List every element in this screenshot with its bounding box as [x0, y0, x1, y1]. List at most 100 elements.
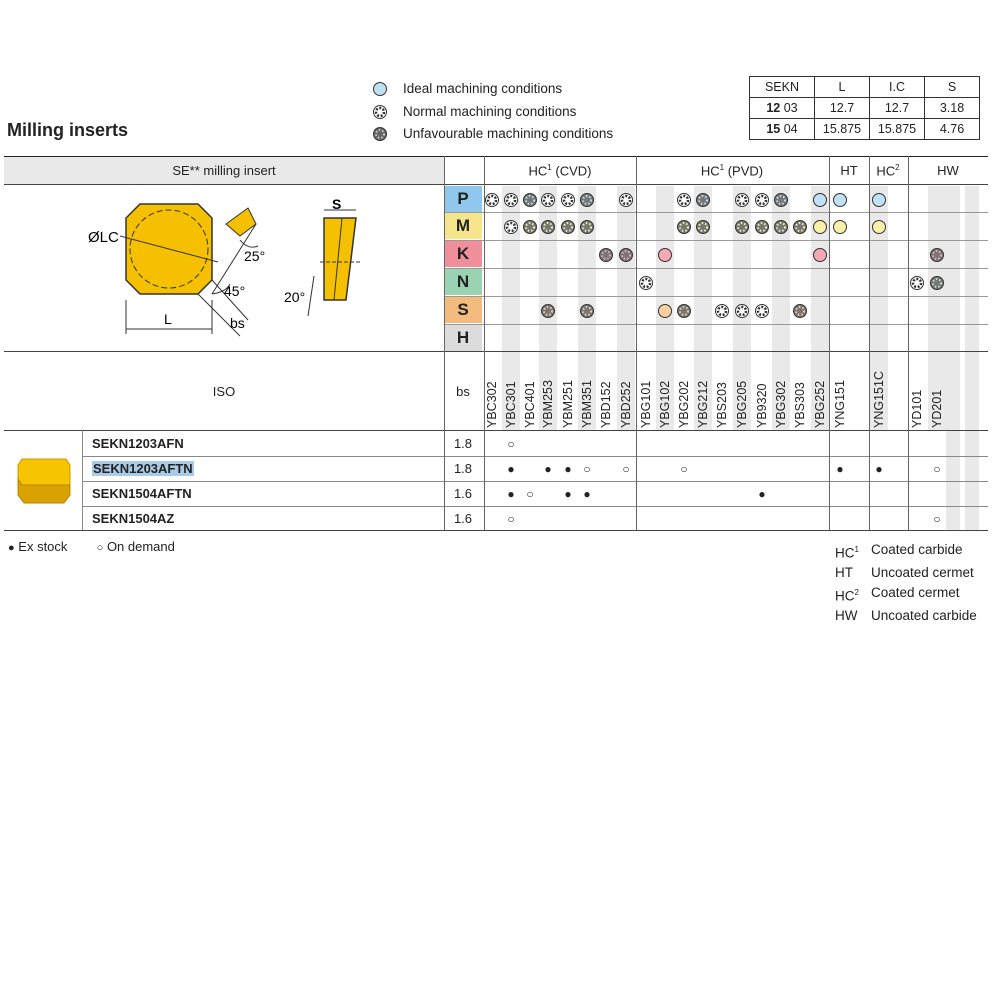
- normal-icon: [504, 193, 518, 207]
- grade-column-stripe: [733, 186, 751, 430]
- unfavourable-icon: [696, 193, 710, 207]
- angle-20-label: 20°: [284, 289, 305, 305]
- normal-icon: [677, 193, 691, 207]
- unfavourable-icon: [774, 220, 788, 234]
- unfavourable-icon: [619, 248, 633, 262]
- insert-code[interactable]: SEKN1504AZ: [92, 511, 175, 526]
- grade-label: YBS303: [793, 382, 807, 428]
- grade-column-stripe: [578, 186, 596, 430]
- normal-icon: [735, 193, 749, 207]
- grade-column-stripe: [617, 186, 635, 430]
- ideal-icon: [813, 193, 827, 207]
- unfavourable-icon: [930, 276, 944, 290]
- normal-icon: [561, 193, 575, 207]
- ex-stock-mark: ●: [507, 487, 515, 501]
- normal-icon: [485, 193, 499, 207]
- length-label: L: [164, 311, 172, 327]
- ex-stock-mark: ●: [583, 487, 591, 501]
- unfavourable-icon: [930, 248, 944, 262]
- on-demand-mark: ○: [933, 512, 941, 526]
- bs-label: bs: [230, 315, 245, 331]
- ex-stock-mark: ●: [564, 462, 572, 476]
- table-rule: [82, 456, 988, 457]
- legend-normal-label: Normal machining conditions: [403, 103, 577, 119]
- ideal-icon: [813, 220, 827, 234]
- grade-label: YBC302: [485, 381, 499, 428]
- material-n: N: [444, 269, 482, 295]
- table-rule: [869, 156, 870, 530]
- unfavourable-icon: [793, 304, 807, 318]
- grade-column-stripe: [656, 186, 674, 430]
- dim-header-l: L: [814, 76, 870, 98]
- table-rule: [444, 156, 445, 530]
- insert-code[interactable]: SEKN1203AFTN: [92, 461, 194, 476]
- grade-label: YD101: [910, 389, 924, 428]
- table-rule: [4, 530, 988, 531]
- angle-45-label: 45°: [224, 283, 245, 299]
- table-rule: [444, 324, 988, 325]
- thickness-label: S: [332, 196, 341, 212]
- legend-unfavourable: Unfavourable machining conditions: [372, 123, 613, 146]
- insert-code[interactable]: SEKN1504AFTN: [92, 486, 192, 501]
- table-rule: [82, 481, 988, 482]
- grade-label: YBG252: [813, 380, 827, 428]
- grade-column-stripe: [772, 186, 790, 430]
- dim-code: 15 04: [749, 118, 815, 140]
- ex-stock-mark: ●: [8, 542, 15, 554]
- ideal-icon: [373, 82, 387, 97]
- table-rule: [4, 156, 988, 157]
- grade-label: YBG212: [696, 380, 710, 428]
- grade-column-stripe: [946, 186, 960, 530]
- grade-label: YBM253: [541, 380, 555, 428]
- table-rule: [82, 506, 988, 507]
- on-demand-mark: ○: [507, 437, 515, 451]
- grade-label: YNG151: [833, 380, 847, 428]
- ideal-icon: [872, 220, 886, 234]
- insert-code[interactable]: SEKN1203AFN: [92, 436, 184, 451]
- normal-icon: [910, 276, 924, 290]
- insert-photo: [17, 458, 71, 504]
- table-rule: [444, 240, 988, 241]
- ex-stock-mark: ●: [875, 462, 883, 476]
- dim-l: 15.875: [814, 118, 870, 140]
- insert-header: SE** milling insert: [172, 163, 276, 178]
- group-hc-cvd: HC1 (CVD): [528, 163, 592, 179]
- grade-label: YBC401: [523, 381, 537, 428]
- group-hw: HW: [937, 163, 959, 178]
- grade-label: YBG101: [639, 380, 653, 428]
- page-title: Milling inserts: [7, 120, 129, 140]
- insert-bs: 1.6: [453, 486, 473, 501]
- unfavourable-icon: [677, 220, 691, 234]
- table-rule: [636, 156, 637, 530]
- unfavourable-icon: [541, 220, 555, 234]
- dim-l: 12.7: [814, 97, 870, 119]
- iso-header: ISO: [212, 384, 236, 399]
- grade-column-stripe: [928, 186, 946, 430]
- legend-normal: Normal machining conditions: [372, 101, 613, 124]
- grade-column-stripe: [502, 186, 520, 430]
- legend-ideal: Ideal machining conditions: [372, 78, 613, 101]
- ex-stock-mark: ●: [507, 462, 515, 476]
- dim-ic: 12.7: [869, 97, 925, 119]
- on-demand-mark: ○: [622, 462, 630, 476]
- normal-icon: [619, 193, 633, 207]
- unfavourable-icon: [677, 304, 691, 318]
- unfavourable-icon: [755, 220, 769, 234]
- insert-bs: 1.8: [453, 436, 473, 451]
- dim-code: 12 03: [749, 97, 815, 119]
- unfavourable-icon: [599, 248, 613, 262]
- grade-column-stripe: [539, 186, 557, 430]
- ex-stock-mark: ●: [836, 462, 844, 476]
- insert-side-view: [323, 217, 357, 301]
- normal-icon: [504, 220, 518, 234]
- grade-label: YNG151C: [872, 371, 886, 428]
- grade-column-stripe: [811, 186, 829, 430]
- legend-unfavourable-label: Unfavourable machining conditions: [403, 126, 614, 141]
- grade-label: YBG202: [677, 380, 691, 428]
- table-rule: [4, 351, 988, 352]
- unfavourable-icon: [523, 193, 537, 207]
- normal-icon: [373, 104, 387, 119]
